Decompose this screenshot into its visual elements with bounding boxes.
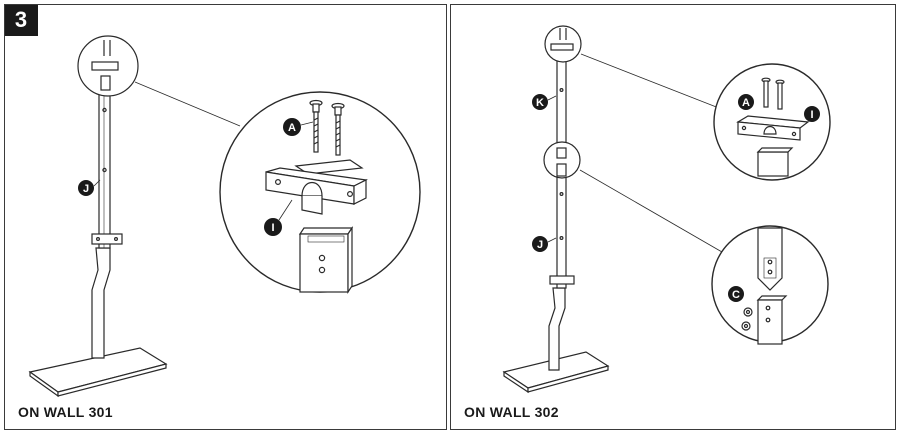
joint-detail-circle-302 <box>543 141 581 179</box>
label-left-i-text: I <box>271 222 274 234</box>
label-left-i: I <box>264 199 293 236</box>
label-right-c-text: C <box>732 289 740 301</box>
step-number-badge: 3 <box>4 4 38 36</box>
label-right-i-text: I <box>810 109 813 121</box>
label-left-a-text: A <box>288 122 296 134</box>
stand-301 <box>28 35 241 398</box>
label-right-a: A <box>738 94 754 110</box>
label-right-k: K <box>532 94 557 110</box>
lower-column <box>91 247 111 359</box>
zoom-detail-302-top <box>713 63 831 181</box>
pole-j-302 <box>556 167 567 289</box>
callout-labels: J A I K J <box>78 94 820 302</box>
panel-on-wall-301 <box>4 4 447 430</box>
bracket-i <box>265 159 368 215</box>
label-right-k-text: K <box>536 97 544 109</box>
label-left-j: J <box>78 179 101 196</box>
caption-on-wall-302: ON WALL 302 <box>464 404 559 420</box>
panel-on-wall-302 <box>450 4 896 430</box>
label-right-j-text: J <box>537 239 543 251</box>
label-left-j-text: J <box>83 183 89 195</box>
label-right-i: I <box>804 106 820 122</box>
zoom-detail-301 <box>219 91 421 294</box>
label-right-c: C <box>728 286 744 302</box>
stand-302 <box>502 25 725 394</box>
screw-a-pair <box>309 99 345 156</box>
label-right-j: J <box>532 236 557 252</box>
label-right-a-text: A <box>742 97 750 109</box>
connector-screw-c <box>741 307 753 331</box>
clamp-plate-302 <box>549 275 575 285</box>
label-left-a: A <box>283 118 314 136</box>
clamp-plate <box>91 233 123 245</box>
lower-column-302 <box>548 287 566 371</box>
pole-j <box>98 77 111 249</box>
zoom-detail-302-joint <box>711 225 829 345</box>
post-top <box>298 226 354 294</box>
caption-on-wall-301: ON WALL 301 <box>18 404 113 420</box>
